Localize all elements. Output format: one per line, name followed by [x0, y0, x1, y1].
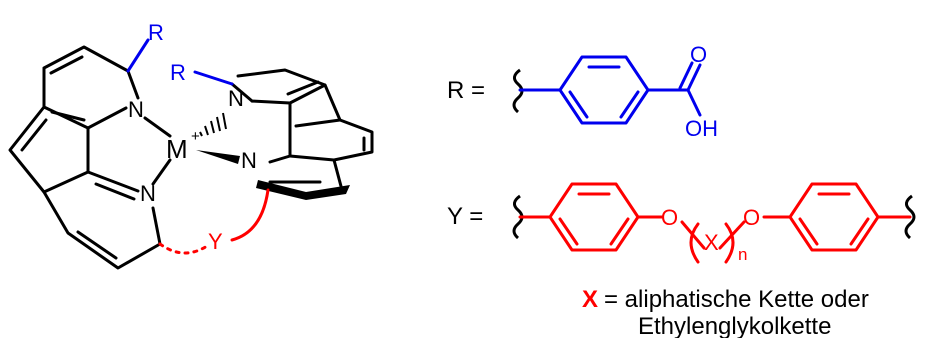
- r-label-left: R: [148, 20, 164, 45]
- y-benzene-left-inner-2: [558, 217, 579, 246]
- nitrogen-label-lower-right: N: [241, 148, 257, 173]
- r-definition-label: R =: [447, 77, 485, 104]
- right-upper-pyridine-inner: [286, 80, 320, 96]
- central-ring-inner-bond: [20, 118, 48, 152]
- y-definition-label: Y =: [447, 203, 483, 230]
- y-oxygen-label-right: O: [743, 205, 760, 230]
- y-linker-dotted: [158, 242, 212, 255]
- y-repeat-index-label: n: [738, 245, 747, 264]
- x-definition-line2: Ethylenglykolkette: [638, 313, 831, 338]
- right-lower-pyridine-ring: [268, 154, 344, 192]
- nitrogen-label-upper-left: N: [128, 97, 144, 122]
- r-benzoic-acid-group: [518, 55, 702, 125]
- lower-pyridine-inner-bond: [76, 230, 118, 260]
- n-to-metal-bond-lower: [151, 158, 172, 186]
- r-benzene-inner-2: [568, 90, 589, 119]
- right-lower-bold-edge: [256, 180, 350, 200]
- r-benzene-inner-3: [619, 90, 640, 119]
- solid-wedge-bond: [196, 150, 240, 164]
- y-benzene-right-inner-2: [798, 217, 819, 246]
- nitrogen-label-lower-left: N: [140, 181, 156, 206]
- r-bond-left: [126, 38, 150, 73]
- y-repeat-bracket-right: [724, 222, 735, 264]
- metal-label: M: [166, 134, 188, 164]
- r-bond-right: [193, 70, 234, 86]
- n-to-metal-bond-upper: [143, 116, 172, 138]
- r-label-right: R: [170, 60, 186, 85]
- y-diaryloxy-linker: [518, 182, 912, 264]
- r-hydroxyl-bond: [686, 88, 702, 117]
- upper-n-ring-bond: [126, 69, 140, 100]
- y-label-complex: Y: [208, 229, 223, 254]
- y-repeat-unit-label: X: [704, 230, 719, 255]
- lower-pyridine-inner-bond-2: [94, 182, 136, 201]
- r-oxygen-label: O: [690, 42, 707, 67]
- upper-pyridine-inner-bond: [49, 55, 84, 75]
- lower-n-ring-bond: [151, 206, 162, 246]
- x-definition-line1: = aliphatische Kette oder: [604, 286, 869, 313]
- upper-pyridine-inner-bond-2: [50, 110, 86, 122]
- right-central-bond: [294, 118, 342, 128]
- lower-pyridine-ring: [42, 170, 162, 270]
- x-symbol-label: X: [582, 286, 598, 313]
- r-hydroxyl-label: OH: [685, 116, 718, 141]
- upper-pyridine-ring: [42, 45, 130, 130]
- y-oxygen-label-left: O: [661, 205, 678, 230]
- right-upper-pyridine-ring: [230, 68, 327, 105]
- phenanthroline-ligand-left: [8, 45, 172, 270]
- y-benzene-left-inner-3: [609, 217, 630, 246]
- hashed-wedge-bond: [199, 112, 227, 137]
- metal-charge-label: +: [191, 128, 200, 145]
- y-linker-solid: [230, 188, 270, 242]
- phenanthroline-ligand-right: [196, 68, 374, 200]
- nitrogen-label-upper-right: N: [228, 86, 244, 111]
- r-carbonyl-bond: [678, 61, 702, 92]
- y-benzene-right-inner-3: [849, 217, 870, 246]
- y-repeat-bracket-left: [689, 222, 700, 264]
- y-attachment-wavy-icon-right: [904, 194, 916, 240]
